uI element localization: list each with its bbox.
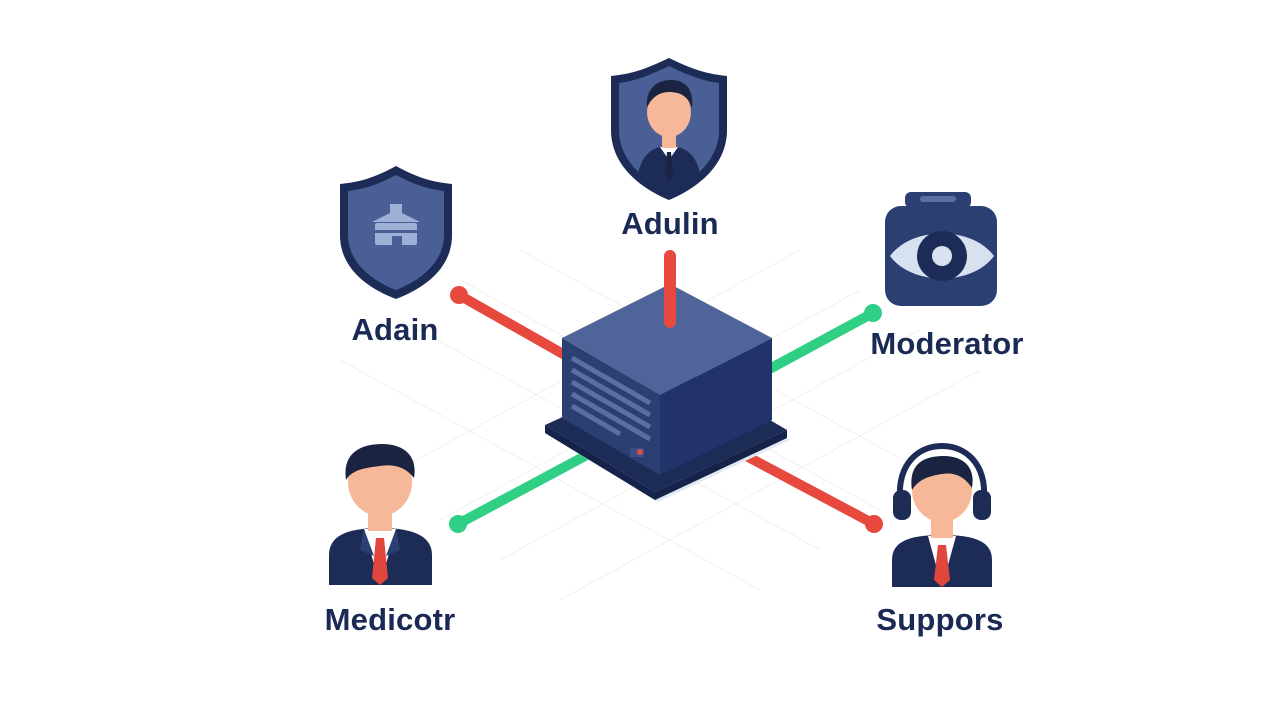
node-label-right: Moderator [870, 326, 1024, 361]
shield-building-icon [340, 166, 452, 299]
shield-user-icon [611, 58, 727, 200]
server-icon [545, 284, 790, 502]
node-label-bottom-left: Medicotr [324, 602, 456, 637]
support-agent-icon [892, 442, 992, 587]
link-bottom-left-endpoint [449, 515, 467, 533]
link-bottom-left [453, 443, 605, 529]
node-label-top: Adulin [621, 206, 719, 241]
link-bottom-right-endpoint [865, 515, 883, 533]
node-label-left: Adain [351, 312, 439, 347]
businessman-icon [329, 444, 432, 585]
node-label-bottom-right: Suppors [876, 602, 1004, 637]
link-right-endpoint [864, 304, 882, 322]
eye-badge-icon [885, 192, 997, 306]
link-left-endpoint [450, 286, 468, 304]
